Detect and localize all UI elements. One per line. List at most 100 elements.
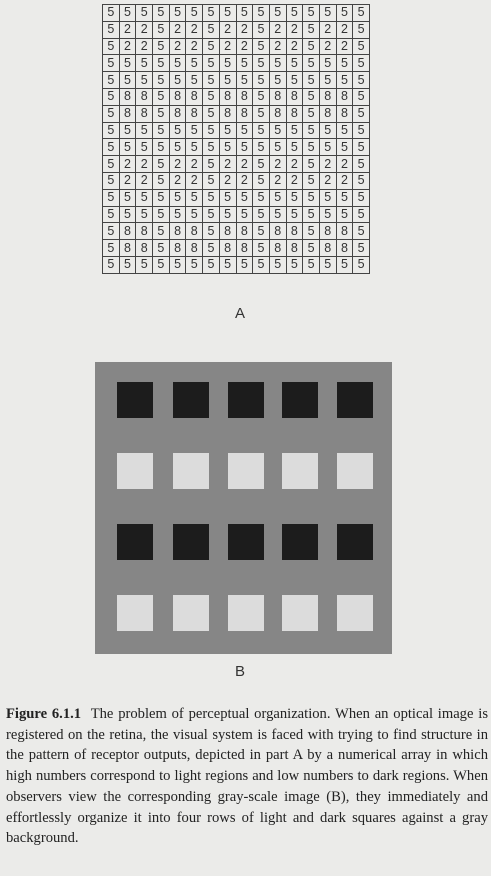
table-cell: 5 <box>202 4 220 22</box>
table-cell: 5 <box>318 188 337 207</box>
table-cell: 5 <box>285 205 304 224</box>
light-square <box>117 453 153 489</box>
table-cell: 5 <box>285 255 304 274</box>
table-cell: 5 <box>318 54 337 73</box>
table-cell: 5 <box>152 205 170 224</box>
table-cell: 5 <box>352 171 370 190</box>
table-cell: 5 <box>202 138 220 157</box>
table-cell: 5 <box>302 155 320 173</box>
table-cell: 5 <box>102 4 120 22</box>
table-cell: 5 <box>302 171 320 190</box>
table-cell: 5 <box>102 205 120 224</box>
table-cell: 8 <box>268 87 287 106</box>
table-cell: 5 <box>235 71 254 89</box>
table-cell: 5 <box>102 171 120 190</box>
table-cell: 5 <box>202 171 220 190</box>
dark-square <box>228 524 264 560</box>
table-cell: 2 <box>185 20 204 39</box>
table-cell: 5 <box>252 121 270 140</box>
table-cell: 5 <box>252 155 270 173</box>
table-cell: 2 <box>185 155 204 173</box>
table-cell: 5 <box>268 121 287 140</box>
dark-square <box>173 524 209 560</box>
table-cell: 5 <box>302 138 320 157</box>
table-cell: 5 <box>218 54 237 73</box>
dark-square <box>282 382 318 418</box>
table-cell: 8 <box>135 239 154 257</box>
table-cell: 5 <box>152 20 170 39</box>
table-cell: 8 <box>318 239 337 257</box>
light-square <box>173 595 209 631</box>
table-cell: 5 <box>218 188 237 207</box>
table-cell: 8 <box>268 104 287 123</box>
table-cell: 8 <box>168 239 187 257</box>
table-cell: 5 <box>352 222 370 241</box>
table-cell: 5 <box>318 121 337 140</box>
table-cell: 5 <box>302 71 320 89</box>
table-cell: 5 <box>335 71 354 89</box>
table-cell: 5 <box>152 87 170 106</box>
table-cell: 5 <box>168 71 187 89</box>
table-cell: 2 <box>168 155 187 173</box>
table-cell: 8 <box>268 239 287 257</box>
table-cell: 8 <box>135 87 154 106</box>
table-cell: 8 <box>218 104 237 123</box>
light-square <box>228 595 264 631</box>
table-cell: 5 <box>352 155 370 173</box>
table-cell: 2 <box>318 171 337 190</box>
table-cell: 2 <box>218 37 237 56</box>
table-cell: 5 <box>102 37 120 56</box>
table-cell: 2 <box>235 171 254 190</box>
table-cell: 5 <box>152 155 170 173</box>
table-cell: 5 <box>352 54 370 73</box>
table-cell: 5 <box>252 188 270 207</box>
table-cell: 2 <box>335 20 354 39</box>
table-cell: 5 <box>152 138 170 157</box>
table-cell: 5 <box>152 222 170 241</box>
table-cell: 2 <box>135 37 154 56</box>
table-cell: 5 <box>152 121 170 140</box>
table-cell: 5 <box>152 104 170 123</box>
table-cell: 2 <box>335 155 354 173</box>
table-cell: 5 <box>268 188 287 207</box>
light-square <box>173 453 209 489</box>
table-cell: 5 <box>102 222 120 241</box>
table-cell: 5 <box>102 54 120 73</box>
table-cell: 8 <box>168 87 187 106</box>
table-cell: 5 <box>102 104 120 123</box>
table-cell: 2 <box>235 20 254 39</box>
dark-square <box>282 524 318 560</box>
table-cell: 8 <box>285 222 304 241</box>
table-cell: 8 <box>118 104 137 123</box>
table-cell: 5 <box>268 255 287 274</box>
table-cell: 5 <box>302 4 320 22</box>
table-cell: 5 <box>268 138 287 157</box>
table-cell: 5 <box>168 255 187 274</box>
table-cell: 5 <box>168 205 187 224</box>
table-cell: 8 <box>235 87 254 106</box>
table-cell: 5 <box>285 188 304 207</box>
figure-caption: Figure 6.1.1 The problem of perceptual o… <box>6 704 488 849</box>
table-cell: 5 <box>318 138 337 157</box>
table-cell: 8 <box>185 87 204 106</box>
table-cell: 8 <box>135 104 154 123</box>
table-cell: 5 <box>302 104 320 123</box>
table-cell: 5 <box>135 188 154 207</box>
table-cell: 5 <box>168 138 187 157</box>
table-cell: 8 <box>118 239 137 257</box>
table-cell: 8 <box>318 87 337 106</box>
table-cell: 5 <box>352 121 370 140</box>
table-cell: 2 <box>235 37 254 56</box>
table-cell: 8 <box>168 222 187 241</box>
table-cell: 2 <box>268 171 287 190</box>
table-cell: 5 <box>218 255 237 274</box>
table-cell: 5 <box>352 20 370 39</box>
table-cell: 5 <box>185 121 204 140</box>
table-cell: 5 <box>218 4 237 22</box>
